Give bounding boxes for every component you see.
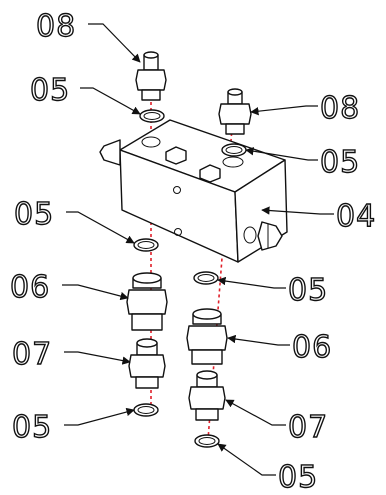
washer-top-left-inner: [143, 112, 161, 120]
top-fitting-right: [218, 88, 252, 135]
fitting-right-thread: [195, 408, 219, 421]
top-fitting-right-thread: [225, 123, 245, 135]
leader-05-bottom-left: [64, 407, 135, 426]
leader-07-right: [225, 399, 286, 426]
valve-block-top-port-left: [141, 136, 161, 148]
washer-mid-left: [133, 238, 159, 252]
adapter-right: [186, 308, 228, 365]
leader-05-bottom-right: [217, 443, 276, 476]
fitting-right-top-cap: [196, 370, 218, 380]
callout-05-mid-right: 05: [288, 273, 328, 308]
top-fitting-left-nipple-top: [143, 51, 159, 59]
adapter-left-bottom: [131, 313, 163, 331]
callout-05-bottom-right: 05: [278, 460, 318, 495]
callout-06-left: 06: [10, 270, 50, 305]
washer-mid-left-inner: [137, 241, 155, 249]
valve-block-right-cartridge: [257, 221, 283, 251]
washer-mid-right-inner: [197, 274, 215, 282]
valve-block-top-port-right: [222, 156, 244, 168]
leader-05-top-left: [80, 87, 141, 115]
fitting-right: [188, 370, 226, 421]
leader-06-right: [227, 334, 290, 346]
callout-05-top-left: 05: [30, 73, 70, 108]
top-fitting-left: [135, 51, 167, 101]
washer-bottom-right-inner: [198, 437, 216, 445]
callout-08-top-left: 08: [36, 9, 76, 44]
top-fitting-left-thread: [141, 89, 161, 101]
callout-04-valve-block: 04: [336, 199, 376, 234]
valve-block-hole-bottom: [174, 228, 182, 236]
leader-06-left: [62, 284, 129, 301]
leader-05-mid-left: [66, 211, 135, 244]
callout-07-left: 07: [12, 337, 52, 372]
fitting-left-hex: [128, 354, 166, 378]
callout-labels: 08 05 08 05 04 05 05 06 06 07 07 05 05: [9, 8, 376, 495]
leader-05-top-right: [245, 147, 318, 161]
washer-bottom-right: [194, 434, 220, 448]
callout-05-top-right: 05: [320, 145, 360, 180]
washer-top-right-inner: [225, 146, 243, 154]
leader-04-valve-block: [261, 206, 334, 215]
fitting-left-thread: [135, 376, 159, 389]
leader-lines: [62, 23, 334, 476]
top-fitting-right-hex: [218, 103, 252, 125]
adapter-left-hex: [126, 289, 168, 315]
valve-block: [99, 119, 288, 263]
leader-05-mid-right: [217, 276, 286, 289]
top-fitting-left-hex: [135, 69, 167, 91]
valve-block-hex-plug-right: [199, 164, 221, 183]
leader-08-top-left: [88, 23, 141, 63]
leader-08-top-right: [250, 105, 318, 116]
washer-bottom-left-inner: [137, 406, 155, 414]
fitting-left-top-cap: [136, 338, 158, 348]
adapter-left: [126, 272, 168, 331]
leader-07-left: [64, 351, 131, 365]
valve-block-hole-top: [173, 186, 181, 194]
top-fitting-right-nipple-top: [227, 88, 243, 96]
fitting-right-hex: [188, 386, 226, 410]
valve-block-side-port: [243, 226, 257, 244]
valve-block-hex-plug-left: [165, 146, 187, 165]
valve-block-left-cartridge: [99, 139, 121, 166]
callout-05-mid-left: 05: [14, 197, 54, 232]
fitting-left: [128, 338, 166, 389]
callout-05-bottom-left: 05: [12, 410, 52, 445]
adapter-right-bottom: [191, 349, 223, 365]
washer-top-left: [139, 109, 165, 123]
adapter-right-top-cap: [192, 308, 222, 320]
adapter-left-top-cap: [132, 272, 162, 284]
callout-06-right: 06: [292, 330, 332, 365]
callout-08-top-right: 08: [320, 91, 360, 126]
adapter-right-hex: [186, 325, 228, 351]
callout-07-right: 07: [288, 410, 328, 445]
